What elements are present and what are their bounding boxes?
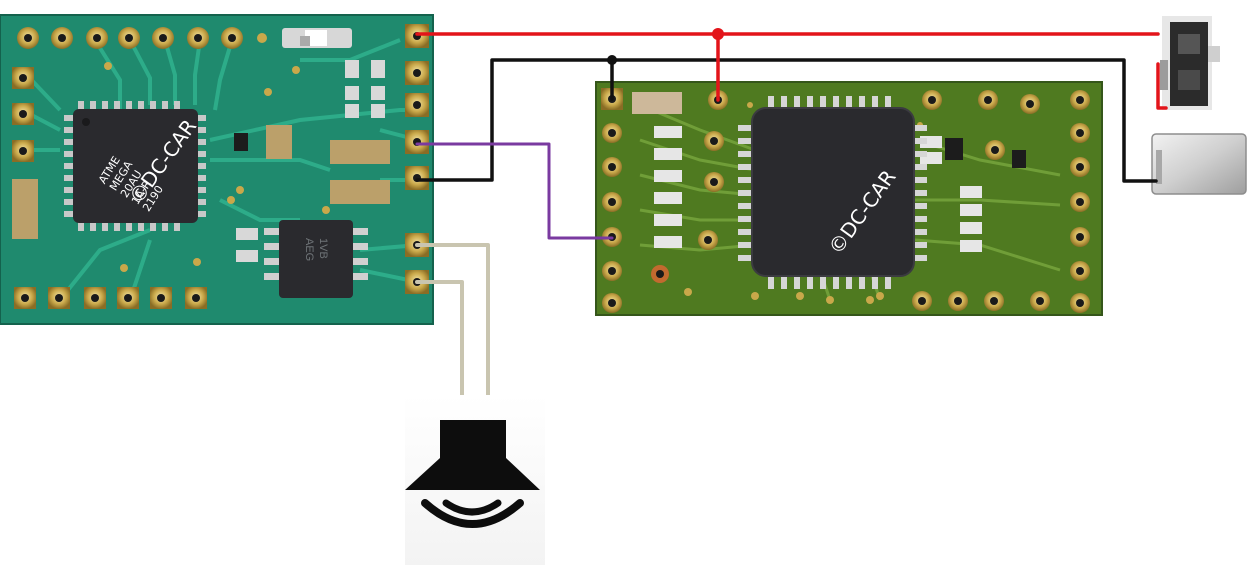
right-mcu-chip: [738, 96, 927, 289]
left-bottom-pads: [14, 287, 207, 309]
left-amp-marking-2: AEG: [303, 238, 315, 261]
left-side-pads: [12, 67, 34, 162]
ground-junction: [607, 55, 617, 65]
power-junction: [712, 28, 724, 40]
left-mcu-chip: ATME MEGA 20AU 1A-R 2190: [64, 101, 206, 231]
left-board-vias: [104, 62, 330, 272]
right-controller-board: ©DC-CAR: [595, 81, 1103, 316]
left-board-components: [12, 28, 390, 239]
left-amp-marking-1: 1VB: [317, 238, 329, 259]
speaker-wire-1: [415, 243, 490, 420]
battery-icon: [1151, 133, 1247, 195]
switch-to-battery-wire: [1156, 62, 1168, 110]
speaker-icon: [405, 395, 545, 565]
left-sound-board: ATME MEGA 20AU 1A-R 2190: [0, 14, 434, 325]
wires: [415, 28, 1168, 420]
ground-wire: [415, 58, 1158, 183]
left-amplifier-chip: 1VB AEG: [236, 220, 368, 298]
slide-switch-icon: [1160, 16, 1220, 110]
left-top-pads: [17, 27, 267, 49]
signal-wire: [415, 142, 614, 240]
speaker-wire-2: [415, 280, 464, 420]
